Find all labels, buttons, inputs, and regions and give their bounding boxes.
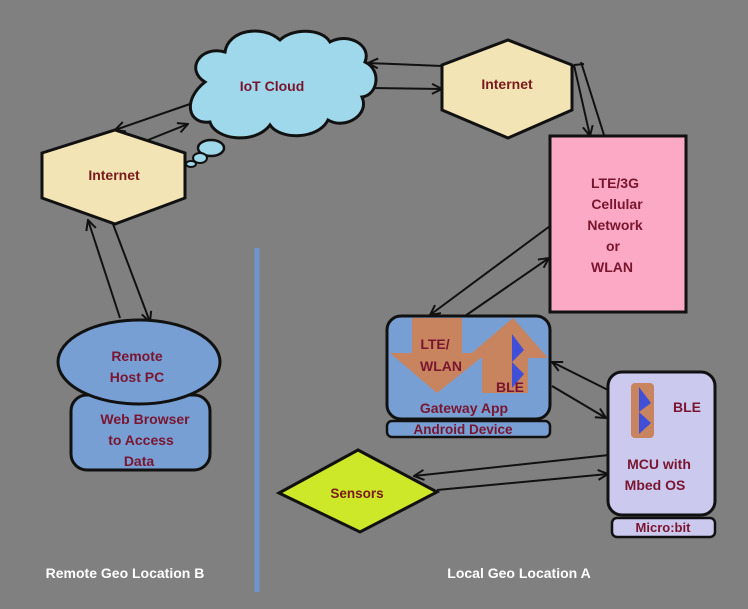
cloud-bubble-medium — [192, 152, 208, 164]
cloud-bubble-small — [185, 160, 197, 168]
gateway-lte-line-2: WLAN — [420, 358, 462, 374]
mcu-ble-label: BLE — [673, 399, 701, 415]
gateway-app-label: Gateway App — [420, 400, 508, 416]
connection-cloud-internet-local — [368, 63, 442, 89]
connection-mcu-sensors — [414, 454, 609, 491]
cloud-bubble-large — [196, 138, 226, 158]
iot-cloud-node[interactable]: IoT Cloud — [185, 29, 378, 168]
cellular-box — [548, 134, 688, 314]
local-location-label: Local Geo Location A — [447, 565, 590, 581]
browser-line-3: Data — [124, 453, 155, 469]
internet-local-node[interactable]: Internet — [440, 38, 574, 140]
remote-host-line-1: Remote — [111, 348, 163, 364]
gateway-lte-line-1: LTE/ — [420, 336, 449, 352]
hexagon-shape — [440, 38, 574, 140]
mcu-line-1: MCU with — [627, 456, 691, 472]
sensors-label: Sensors — [330, 486, 383, 501]
remote-location-label: Remote Geo Location B — [46, 565, 205, 581]
connection-cloud-internet-remote — [115, 103, 191, 141]
connection-internet-cellular — [573, 61, 605, 136]
connection-internet-remote-host — [88, 220, 150, 322]
cellular-line-2: Cellular — [591, 196, 643, 212]
connection-cellular-gateway — [430, 225, 550, 317]
remote-host-line-2: Host PC — [110, 369, 164, 385]
internet-local-label: Internet — [481, 76, 533, 92]
uplink-arrow-icon — [466, 318, 548, 393]
diamond-shape — [275, 448, 441, 534]
bluetooth-icon — [512, 334, 524, 388]
gateway-node[interactable]: LTE/ WLAN BLE Gateway App Android Device — [385, 314, 552, 439]
mcu-node[interactable]: BLE MCU with Mbed OS Micro:bit — [606, 370, 717, 539]
browser-line-1: Web Browser — [100, 411, 190, 427]
gateway-ble-label: BLE — [496, 379, 524, 395]
cloud-icon — [188, 29, 378, 140]
cellular-network-node[interactable]: LTE/3G Cellular Network or WLAN — [548, 134, 688, 314]
hexagon-shape — [40, 128, 187, 226]
downlink-arrow-icon — [390, 318, 487, 393]
mcu-box — [606, 370, 717, 517]
iot-cloud-label: IoT Cloud — [240, 78, 305, 94]
sensors-node[interactable]: Sensors — [275, 448, 441, 534]
cellular-line-1: LTE/3G — [591, 175, 639, 191]
connection-gateway-mcu — [552, 362, 609, 418]
cellular-line-4: or — [606, 238, 621, 254]
internet-remote-label: Internet — [88, 167, 140, 183]
remote-host-ellipse — [56, 318, 222, 406]
internet-remote-node[interactable]: Internet — [40, 128, 187, 226]
browser-line-2: to Access — [108, 432, 174, 448]
cellular-line-3: Network — [587, 217, 642, 233]
bluetooth-icon — [639, 387, 651, 434]
mcu-line-2: Mbed OS — [625, 477, 686, 493]
microbit-bar — [610, 516, 717, 539]
android-device-label: Android Device — [413, 422, 513, 437]
android-device-bar — [385, 419, 552, 439]
remote-host-node[interactable]: Remote Host PC Web Browser to Access Dat… — [56, 318, 222, 472]
cellular-line-5: WLAN — [591, 259, 633, 275]
microbit-label: Micro:bit — [636, 520, 692, 535]
